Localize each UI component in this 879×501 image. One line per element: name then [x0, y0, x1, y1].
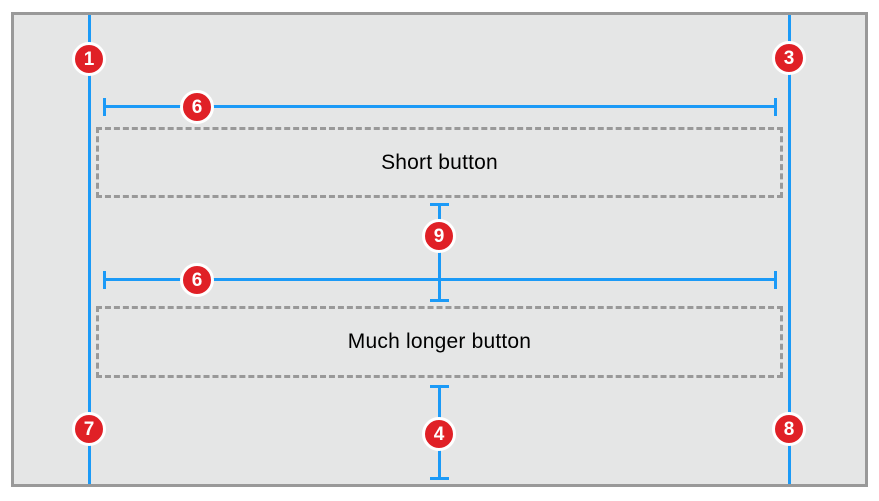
constraint-badge-7: 7: [72, 412, 106, 446]
much-longer-button-label: Much longer button: [347, 330, 532, 353]
constraint-badge-8: 8: [772, 412, 806, 446]
constraint-badge-9: 9: [422, 219, 456, 253]
dimension-endcap: [430, 203, 449, 206]
constraint-badge-4: 4: [422, 417, 456, 451]
constraint-badge-6-top: 6: [180, 90, 214, 124]
dimension-endcap: [430, 477, 449, 480]
dimension-endcap: [774, 98, 777, 116]
dimension-endcap: [103, 98, 106, 116]
short-button-outline: Short button: [96, 127, 783, 198]
dimension-endcap: [430, 299, 449, 302]
constraint-badge-1: 1: [72, 42, 106, 76]
dimension-endcap: [430, 385, 449, 388]
constraint-badge-6-bottom: 6: [180, 263, 214, 297]
trailing-margin-guide-line: [788, 15, 791, 484]
much-longer-button-outline: Much longer button: [96, 306, 783, 378]
dimension-endcap: [103, 271, 106, 289]
dimension-endcap: [774, 271, 777, 289]
constraint-badge-3: 3: [772, 41, 806, 75]
leading-margin-guide-line: [88, 15, 91, 484]
width-dimension-line-top: [104, 105, 776, 108]
short-button-label: Short button: [381, 150, 498, 174]
